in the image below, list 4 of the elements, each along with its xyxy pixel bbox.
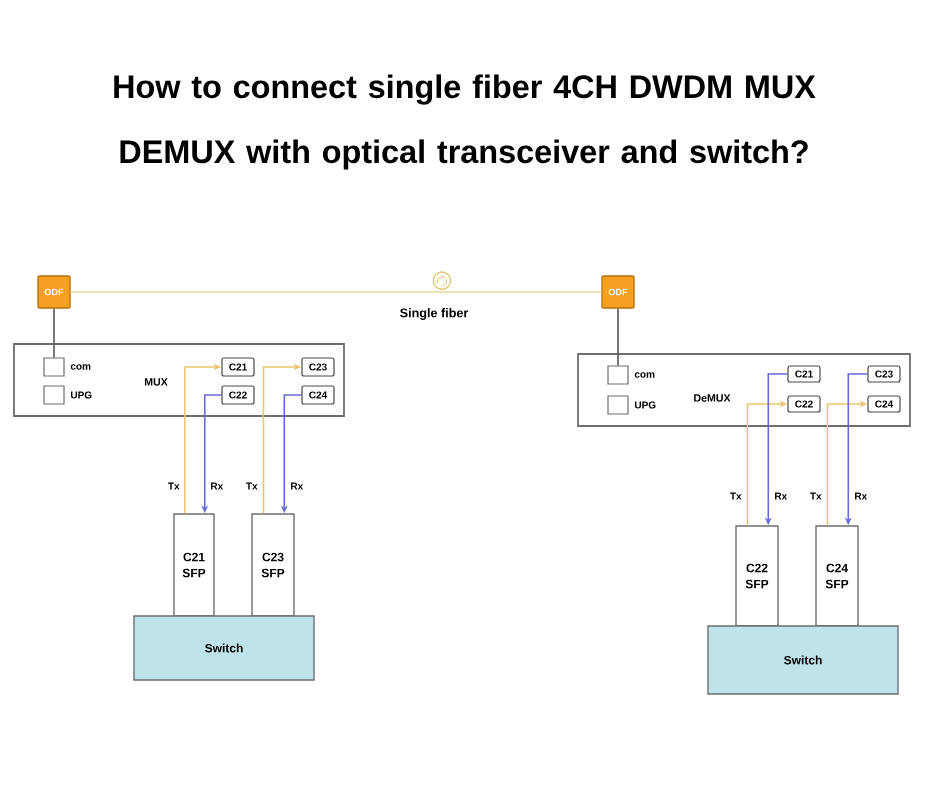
fiber-line [69, 291, 603, 293]
cable-line [53, 307, 55, 359]
title: How to connect single fiber 4CH DWDM MUX DEMUX with optical transceiver and switch? [114, 74, 816, 170]
cable-line [617, 307, 619, 367]
